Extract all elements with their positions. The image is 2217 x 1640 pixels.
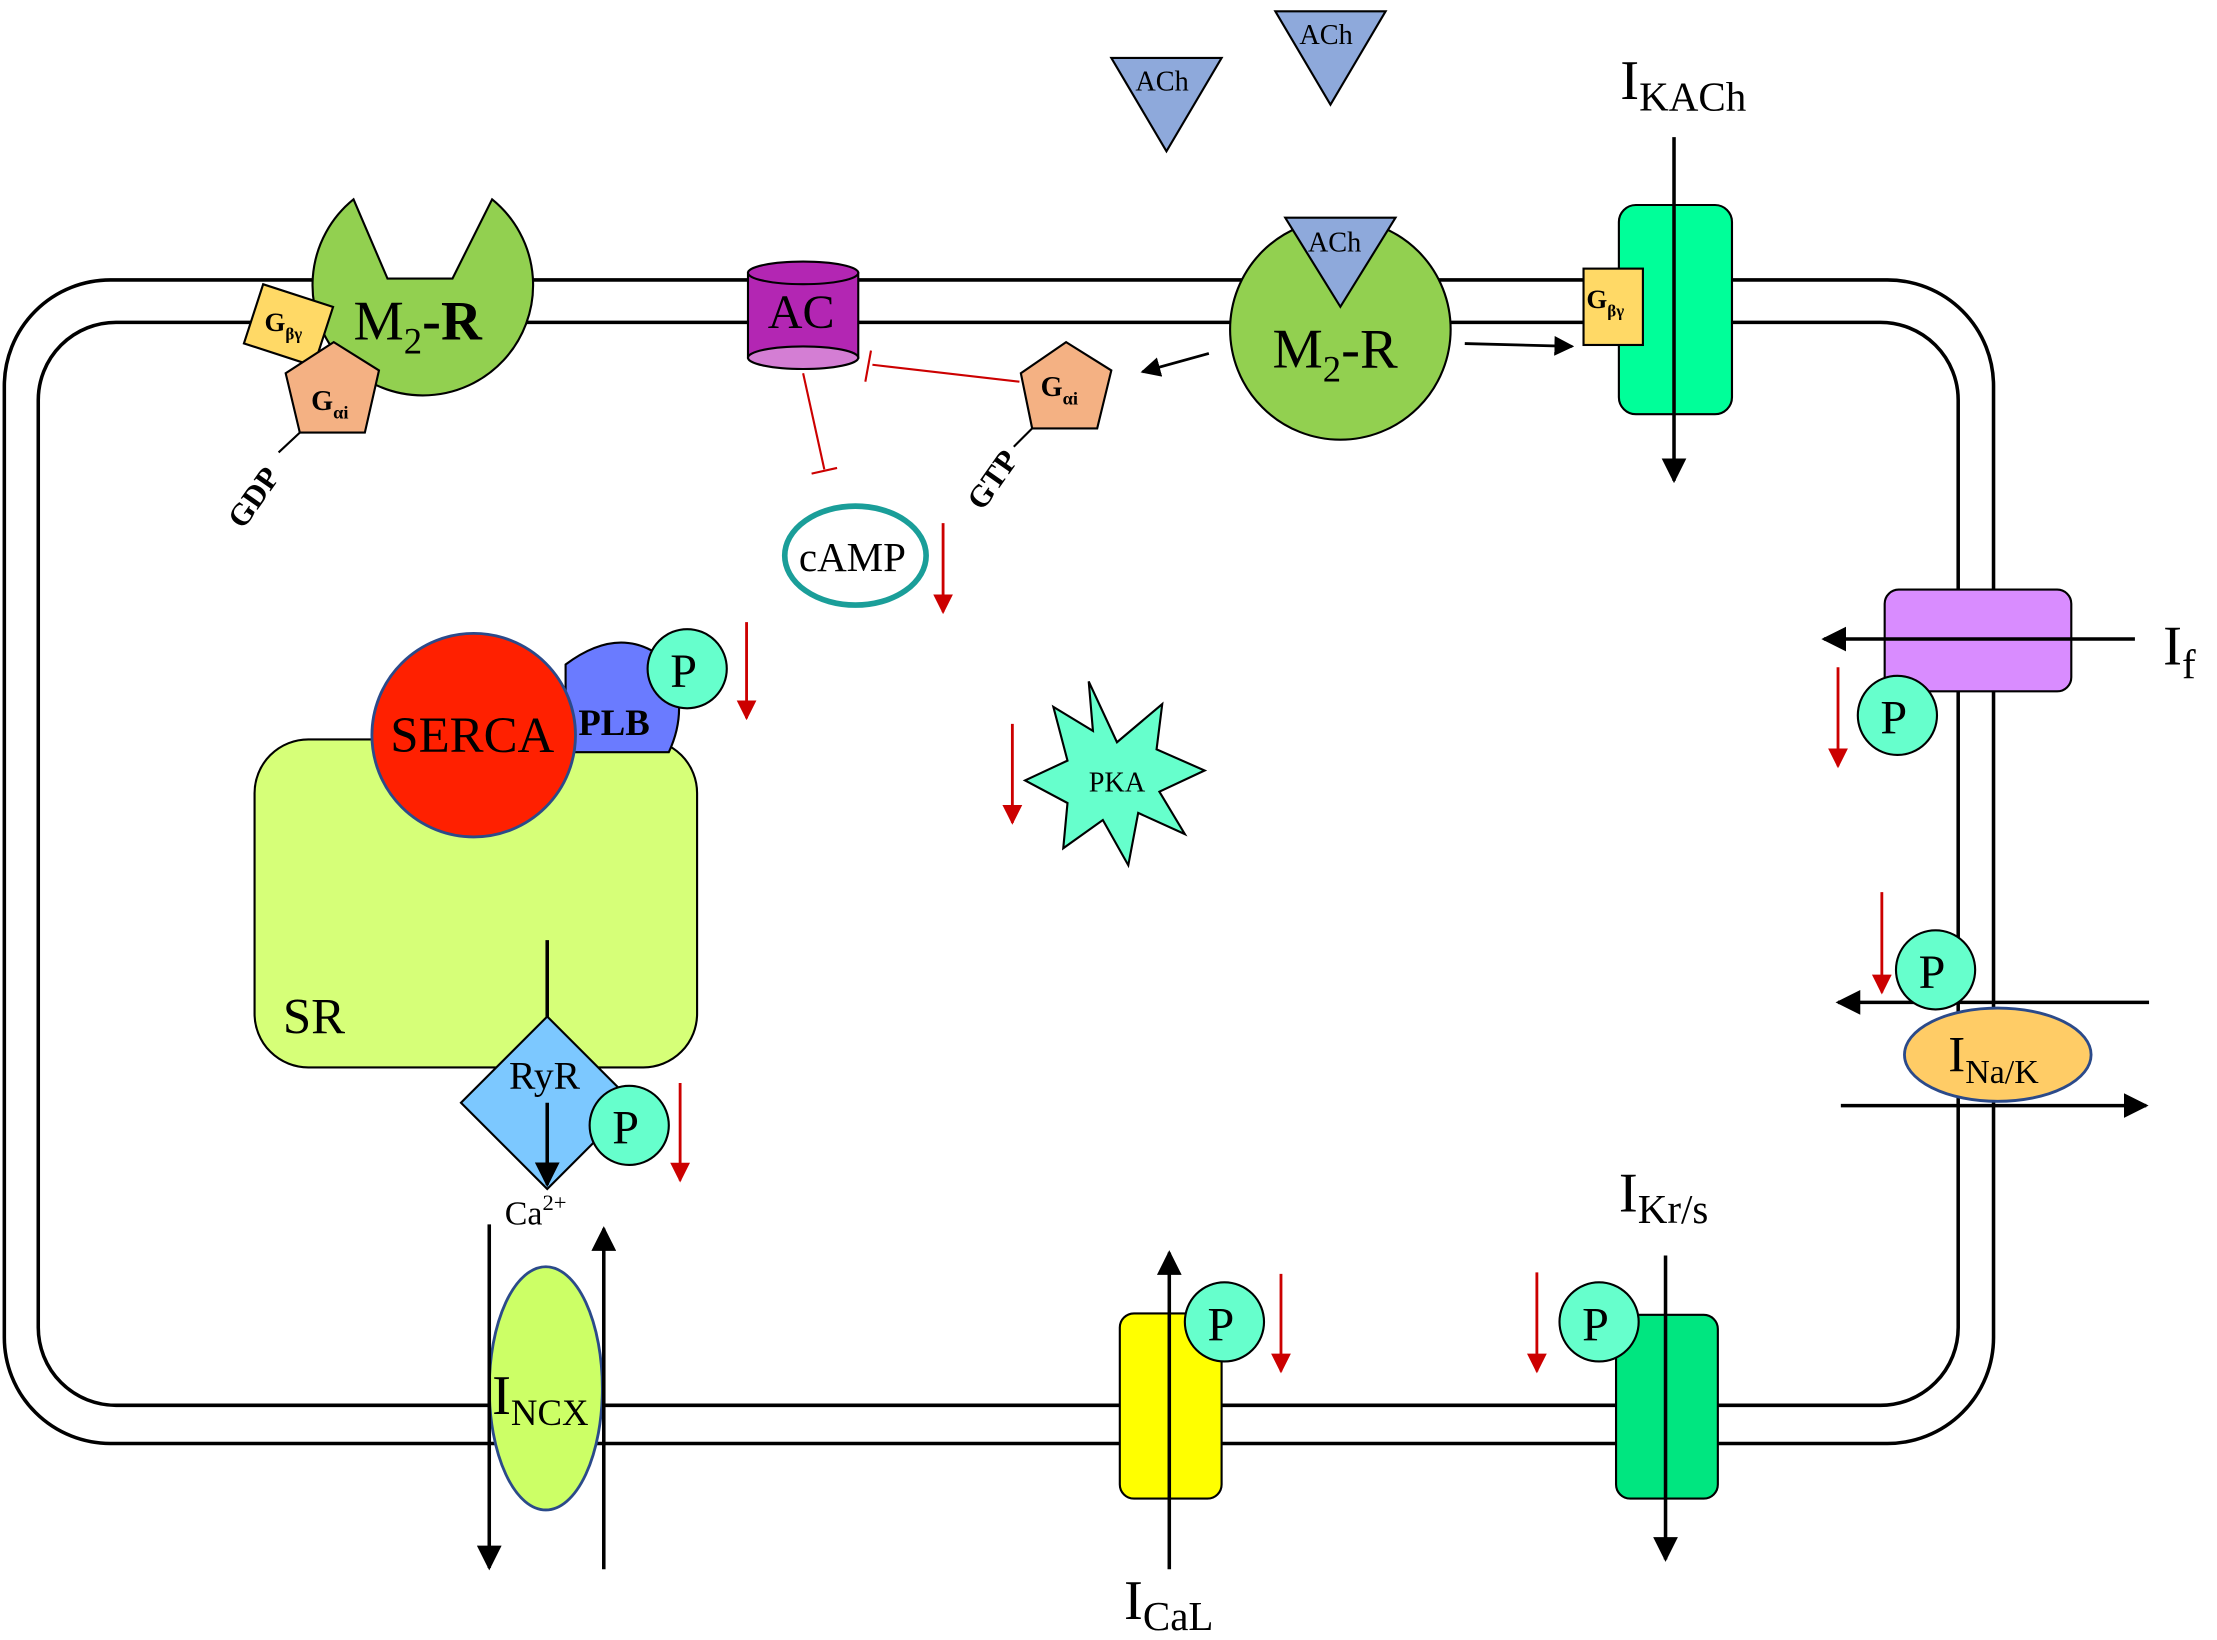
if-phospho: P (1856, 674, 1939, 757)
ryr-phospho: P (588, 1084, 670, 1167)
g-beta-gamma-left: Gβγ (242, 282, 335, 368)
svg-text:SR: SR (283, 989, 345, 1045)
g-alpha-i-left: Gαi (284, 340, 381, 434)
serca: SERCA (370, 631, 577, 839)
ikach-label: IKACh (1620, 50, 1746, 119)
adenylyl-cyclase: AC (746, 260, 860, 371)
cell-membrane-inner (36, 320, 1960, 1408)
ach-ligand-1: ACh (1109, 56, 1224, 154)
svg-text:PLB: PLB (578, 702, 649, 743)
sarcoplasmic-reticulum: SR (253, 738, 699, 1069)
ach-ligand-2: ACh (1273, 10, 1388, 107)
svg-text:Gβγ: Gβγ (264, 307, 302, 343)
svg-text:P: P (1207, 1298, 1234, 1351)
calcium-label: Ca2+ (505, 1190, 567, 1232)
svg-text:P: P (1880, 692, 1907, 745)
svg-text:RyR: RyR (509, 1054, 581, 1098)
camp: cAMP (781, 503, 929, 608)
m2-receptor-left: M2-R (311, 197, 535, 397)
svg-text:Gβγ: Gβγ (1586, 284, 1624, 320)
svg-text:Gαi: Gαi (311, 386, 348, 422)
nak-phospho: P (1894, 929, 1977, 1011)
ikrs-label: IKr/s (1619, 1163, 1708, 1232)
svg-text:SERCA: SERCA (390, 708, 554, 764)
svg-text:P: P (1582, 1298, 1609, 1351)
svg-text:ACh: ACh (1299, 20, 1352, 51)
if-label: If (2163, 615, 2196, 687)
svg-text:PKA: PKA (1089, 768, 1146, 799)
svg-text:ACh: ACh (1135, 66, 1188, 97)
svg-text:INa/K: INa/K (1948, 1028, 2039, 1091)
inhibit-ac-to-camp (802, 373, 826, 470)
g-alpha-i-active: Gαi (1019, 340, 1113, 430)
svg-text:M2-R: M2-R (354, 290, 483, 361)
ical-label: ICaL (1124, 1570, 1213, 1639)
pka: PKA (1022, 681, 1208, 869)
svg-text:M2-R: M2-R (1273, 319, 1398, 390)
gtp-label: GTP (960, 443, 1025, 515)
svg-text:P: P (1919, 946, 1946, 999)
svg-text:AC: AC (768, 286, 835, 339)
m2r-to-gbg-arrow (1464, 336, 1575, 356)
svg-text:Gαi: Gαi (1041, 372, 1078, 408)
cell-membrane-outer (2, 278, 1996, 1446)
m2-receptor-right: ACh M2-R (1229, 216, 1452, 441)
ncx-exchanger: INCX (487, 1265, 604, 1512)
gdp-label: GDP (220, 460, 286, 534)
g-beta-gamma-right: Gβγ (1582, 267, 1644, 347)
svg-text:cAMP: cAMP (799, 534, 906, 580)
svg-text:ACh: ACh (1308, 228, 1361, 259)
inhibit-gai-to-ac (872, 363, 1020, 383)
nak-pump: INa/K (1903, 1006, 2093, 1103)
ikrs-phospho: P (1558, 1281, 1640, 1363)
plb-phospho: P (646, 628, 728, 710)
svg-text:P: P (612, 1102, 639, 1155)
svg-text:INCX: INCX (492, 1365, 588, 1433)
svg-text:P: P (670, 645, 697, 698)
m2r-to-gai-arrow (1140, 352, 1210, 377)
ical-phospho: P (1183, 1281, 1266, 1363)
